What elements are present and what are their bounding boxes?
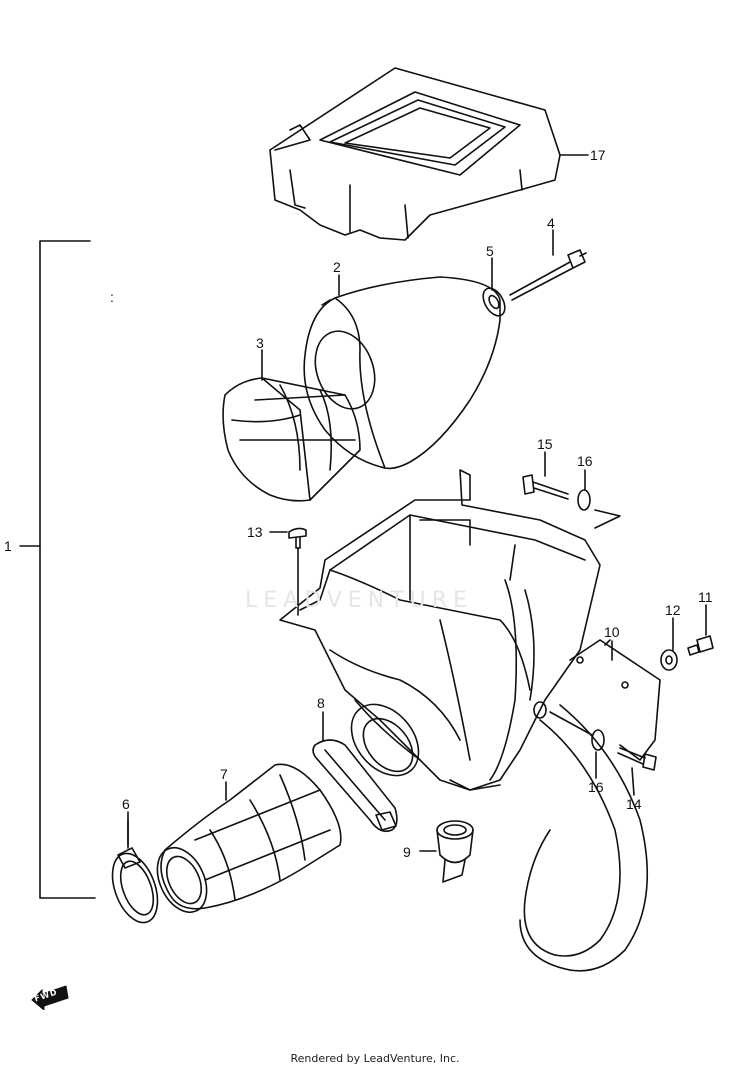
part-14-bolt: [617, 747, 657, 771]
callout-1: 1: [4, 538, 12, 554]
part-4-long-bolt: [509, 249, 587, 301]
part-3-filter-cage: [222, 377, 361, 502]
callout-8: 8: [317, 695, 325, 711]
watermark-text: LEADVENTURE: [245, 588, 473, 613]
callout-15: 15: [537, 436, 553, 452]
callout-7: 7: [220, 766, 228, 782]
callout-17: 17: [590, 147, 606, 163]
part-8-clamp: [312, 739, 398, 833]
part-13-screw: [288, 527, 307, 616]
forward-arrow-icon: [31, 985, 69, 1010]
intake-boot: [350, 703, 420, 777]
part-2-filter-element: [303, 276, 501, 470]
callout-5: 5: [486, 243, 494, 259]
air-box-housing: [279, 469, 601, 791]
part-6-hose-clamp: [111, 819, 159, 924]
callout-14: 14: [626, 796, 642, 812]
callout-9: 9: [403, 844, 411, 860]
part-12-grommet: [660, 649, 678, 671]
part-5-washer: [482, 287, 506, 317]
part-16-washer-lower: [549, 711, 605, 751]
separator-mark: :: [110, 289, 114, 305]
part-15-bolt: [522, 474, 569, 500]
callout-11: 11: [698, 589, 713, 605]
part-7-intake-tube: [156, 763, 342, 913]
callout-2: 2: [333, 259, 341, 275]
callout-10: 10: [604, 624, 620, 640]
drain-hose: [519, 704, 649, 972]
leader-14: [631, 767, 635, 796]
callout-13: 13: [247, 524, 263, 540]
part-11-bolt: [687, 635, 714, 656]
callout-4: 4: [547, 215, 555, 231]
callout-12: 12: [665, 602, 681, 618]
callout-6: 6: [122, 796, 130, 812]
callout-16-upper: 16: [577, 453, 593, 469]
part-10-bracket-plate: [569, 639, 661, 761]
bracket-1: [19, 240, 96, 899]
footer-credit: Rendered by LeadVenture, Inc.: [290, 1052, 460, 1065]
callout-16-lower: 16: [588, 779, 604, 795]
part-17-cover: [269, 67, 561, 241]
callout-3: 3: [256, 335, 264, 351]
part-9-drain-cap: [419, 820, 474, 883]
part-16-washer-upper: [577, 489, 621, 529]
